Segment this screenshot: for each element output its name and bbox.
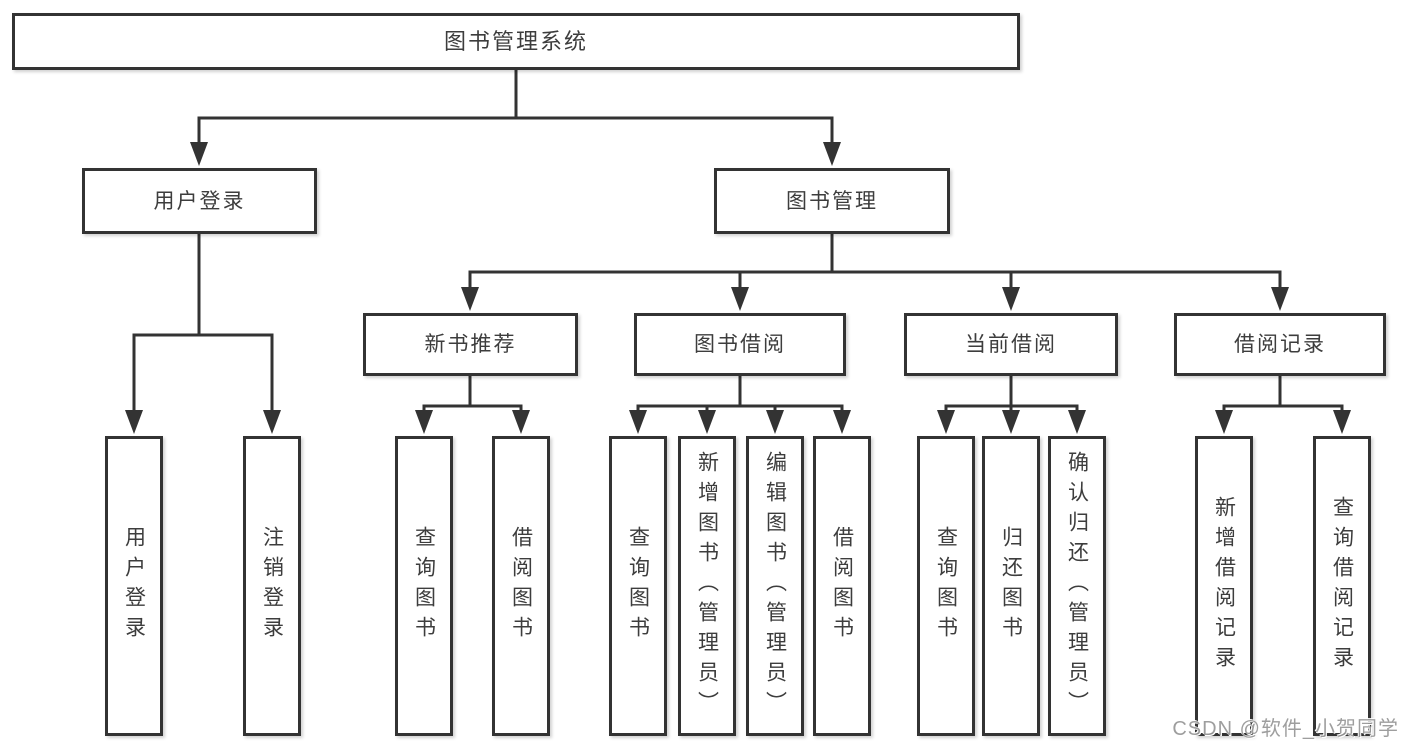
connector-current-borrowing <box>937 376 1086 434</box>
node-label: 图书管理 <box>786 189 878 213</box>
node-label: 新书推荐 <box>424 333 517 356</box>
node-book-management: 图书管理 <box>714 168 950 234</box>
node-borrowing-records: 借阅记录 <box>1174 313 1386 376</box>
node-label: 当前借阅 <box>965 333 1057 356</box>
leaf-cb-confirm-return-admin: 确认归还（管理员） <box>1048 436 1106 736</box>
connector-book-management <box>461 234 1289 311</box>
connector-root <box>190 68 841 166</box>
node-root: 图书管理系统 <box>12 13 1020 70</box>
watermark: CSDN @软件_小贺同学 <box>1172 718 1399 740</box>
node-label: 用户登录 <box>153 189 246 213</box>
node-label: 查询图书 <box>412 526 436 646</box>
leaf-nbr-query-books: 查询图书 <box>395 436 453 736</box>
node-label: 查询图书 <box>934 526 958 646</box>
leaf-logout: 注销登录 <box>243 436 301 736</box>
node-label: 确认归还（管理员） <box>1065 451 1089 721</box>
node-user-login: 用户登录 <box>82 168 317 234</box>
node-label: 查询图书 <box>626 526 650 646</box>
leaf-cb-query-books: 查询图书 <box>917 436 975 736</box>
node-label: 新增图书（管理员） <box>695 451 719 721</box>
leaf-bb-edit-books-admin: 编辑图书（管理员） <box>746 436 804 736</box>
connector-book-borrowing <box>629 376 851 434</box>
leaf-br-query-record: 查询借阅记录 <box>1313 436 1371 736</box>
leaf-bb-query-books: 查询图书 <box>609 436 667 736</box>
connector-new-book-recommend <box>415 376 530 434</box>
node-label: 注销登录 <box>260 526 284 646</box>
node-label: 归还图书 <box>999 526 1023 646</box>
connector-user-login <box>125 234 281 434</box>
node-label: 新增借阅记录 <box>1212 496 1236 676</box>
connector-borrowing-records <box>1215 376 1351 434</box>
node-label: 借阅图书 <box>509 526 533 646</box>
node-label: 图书借阅 <box>694 333 786 356</box>
leaf-br-add-record: 新增借阅记录 <box>1195 436 1253 736</box>
leaf-bb-add-books-admin: 新增图书（管理员） <box>678 436 736 736</box>
leaf-bb-borrow-books: 借阅图书 <box>813 436 871 736</box>
node-label: 用户登录 <box>122 526 146 646</box>
leaf-nbr-borrow-books: 借阅图书 <box>492 436 550 736</box>
node-label: 借阅记录 <box>1234 333 1326 356</box>
node-label: 编辑图书（管理员） <box>763 451 787 721</box>
node-label: 借阅图书 <box>830 526 854 646</box>
node-label: 查询借阅记录 <box>1330 496 1354 676</box>
node-label: 图书管理系统 <box>443 28 588 54</box>
node-new-book-recommend: 新书推荐 <box>363 313 578 376</box>
node-current-borrowing: 当前借阅 <box>904 313 1118 376</box>
leaf-user-login: 用户登录 <box>105 436 163 736</box>
leaf-cb-return-books: 归还图书 <box>982 436 1040 736</box>
node-book-borrowing: 图书借阅 <box>634 313 846 376</box>
